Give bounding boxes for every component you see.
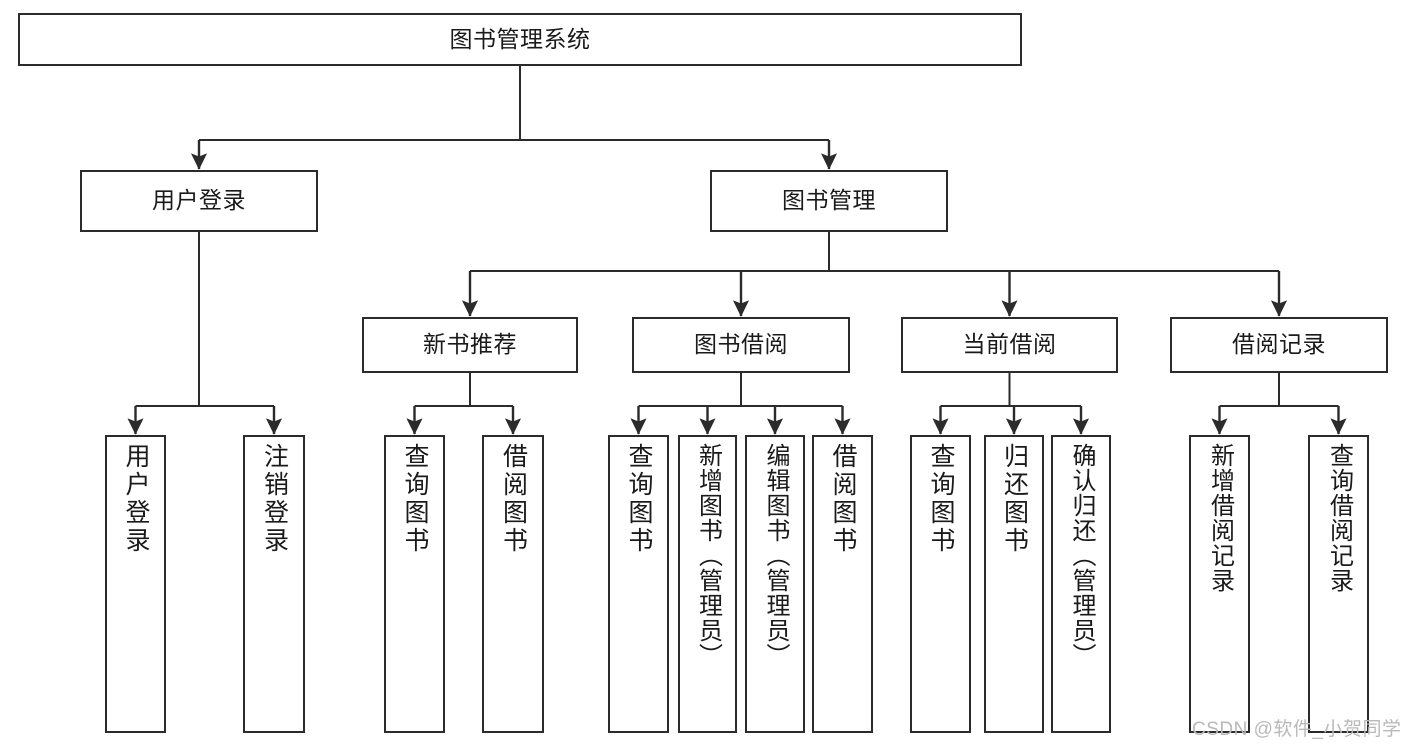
node-leaf-rec-add[interactable]: 新增借阅记录 [1189, 435, 1250, 733]
node-label-current: 当前借阅 [962, 331, 1057, 358]
node-leaf-cur-query[interactable]: 查询图书 [910, 435, 971, 733]
node-label-leaf-rec-add: 新增借阅记录 [1206, 443, 1234, 593]
node-label-leaf-cur-query: 查询图书 [927, 443, 955, 555]
node-label-leaf-rec-query: 查询借阅记录 [1325, 443, 1353, 593]
node-leaf-cur-return[interactable]: 归还图书 [984, 435, 1044, 733]
node-leaf-cur-confirm[interactable]: 确认归还（管理员） [1051, 435, 1111, 733]
node-label-leaf-user-logout: 注销登录 [260, 443, 289, 555]
node-leaf-new-borrow[interactable]: 借阅图书 [482, 435, 544, 733]
node-leaf-brw-edit[interactable]: 编辑图书（管理员） [745, 435, 805, 733]
node-label-leaf-new-query: 查询图书 [401, 443, 429, 555]
node-label-login: 用户登录 [152, 187, 246, 214]
node-label-leaf-new-borrow: 借阅图书 [499, 443, 528, 555]
node-bookmgmt[interactable]: 图书管理 [710, 170, 948, 232]
node-label-bookmgmt: 图书管理 [782, 187, 876, 214]
node-leaf-user-logout[interactable]: 注销登录 [243, 435, 305, 733]
node-leaf-brw-query[interactable]: 查询图书 [608, 435, 669, 733]
node-label-leaf-brw-take: 借阅图书 [829, 443, 857, 555]
node-root[interactable]: 图书管理系统 [18, 13, 1022, 66]
node-label-leaf-user-login: 用户登录 [122, 443, 150, 555]
node-leaf-new-query[interactable]: 查询图书 [384, 435, 445, 733]
node-leaf-brw-add[interactable]: 新增图书（管理员） [678, 435, 737, 733]
node-label-leaf-brw-edit: 编辑图书（管理员） [762, 443, 789, 668]
node-current[interactable]: 当前借阅 [901, 317, 1118, 373]
node-borrow[interactable]: 图书借阅 [632, 317, 850, 373]
watermark: CSDN @软件_小贺同学 [1192, 719, 1402, 740]
node-login[interactable]: 用户登录 [80, 170, 318, 232]
node-label-leaf-cur-confirm: 确认归还（管理员） [1068, 443, 1095, 668]
node-label-records: 借阅记录 [1232, 331, 1326, 358]
node-leaf-user-login[interactable]: 用户登录 [105, 435, 166, 733]
node-label-leaf-brw-add: 新增图书（管理员） [694, 443, 722, 668]
node-newbooks[interactable]: 新书推荐 [362, 317, 578, 373]
node-label-leaf-brw-query: 查询图书 [625, 443, 653, 555]
node-label-leaf-cur-return: 归还图书 [1000, 443, 1029, 555]
node-records[interactable]: 借阅记录 [1170, 317, 1388, 373]
node-label-borrow: 图书借阅 [694, 331, 788, 358]
node-label-root: 图书管理系统 [449, 25, 591, 52]
connector-lines [127, 66, 1347, 435]
node-leaf-brw-take[interactable]: 借阅图书 [812, 435, 873, 733]
node-leaf-rec-query[interactable]: 查询借阅记录 [1308, 435, 1369, 733]
node-label-newbooks: 新书推荐 [423, 331, 517, 358]
